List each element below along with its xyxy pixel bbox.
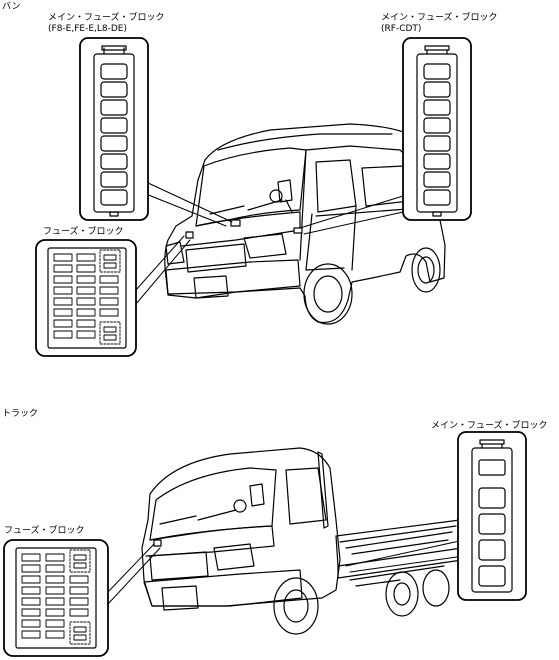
van-fuse-block bbox=[35, 239, 137, 357]
truck-main-fuse-title: メイン・フューズ・ブロック bbox=[431, 421, 548, 431]
van-main-fuse-right-title: メイン・フューズ・ブロック bbox=[381, 13, 498, 23]
van-main-fuse-block-right bbox=[402, 37, 472, 221]
truck-section-title: トラック bbox=[2, 409, 39, 419]
van-leader-lines bbox=[135, 181, 404, 305]
van-illustration bbox=[164, 123, 446, 325]
van-fuse-block-title: フューズ・ブロック bbox=[43, 227, 124, 237]
truck-leader-lines bbox=[107, 539, 465, 605]
truck-illustration bbox=[141, 447, 463, 635]
truck-fuse-block-title: フューズ・ブロック bbox=[4, 526, 85, 536]
van-section-title: バン bbox=[2, 2, 21, 12]
truck-fuse-block bbox=[3, 539, 109, 657]
van-main-fuse-left-title: メイン・フューズ・ブロック bbox=[48, 13, 165, 23]
van-main-fuse-block-left bbox=[79, 37, 149, 221]
truck-main-fuse-block bbox=[457, 431, 527, 601]
van-main-fuse-right-engine: (RF-CDT) bbox=[381, 24, 422, 34]
van-main-fuse-left-engines: (F8-E,FE-E,L8-DE) bbox=[48, 24, 127, 34]
